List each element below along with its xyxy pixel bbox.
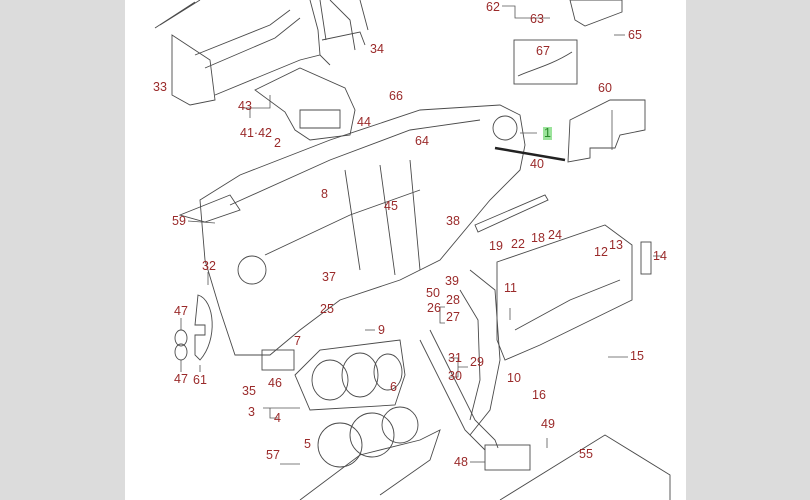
label-47-top[interactable]: 47 (174, 304, 188, 318)
label-40[interactable]: 40 (530, 157, 544, 171)
label-46[interactable]: 46 (268, 376, 282, 390)
label-12[interactable]: 12 (594, 245, 608, 259)
label-67[interactable]: 67 (536, 44, 550, 58)
cable-box-67 (513, 39, 578, 85)
steering-support-beam (154, 0, 369, 106)
label-64[interactable]: 64 (415, 134, 429, 148)
leader-lines (180, 5, 662, 465)
label-57[interactable]: 57 (266, 448, 280, 462)
label-59[interactable]: 59 (172, 214, 186, 228)
label-9[interactable]: 9 (378, 323, 385, 337)
label-25[interactable]: 25 (320, 302, 334, 316)
label-37[interactable]: 37 (322, 270, 336, 284)
label-7[interactable]: 7 (294, 334, 301, 348)
label-33[interactable]: 33 (153, 80, 167, 94)
label-10[interactable]: 10 (507, 371, 521, 385)
label-48[interactable]: 48 (454, 455, 468, 469)
label-43[interactable]: 43 (238, 99, 252, 113)
label-22[interactable]: 22 (511, 237, 525, 251)
bezel-5 (317, 406, 419, 468)
pin-14 (640, 241, 652, 275)
label-61[interactable]: 61 (193, 373, 207, 387)
meter-cluster (294, 339, 406, 411)
insulator-60 (567, 99, 646, 163)
label-2[interactable]: 2 (274, 136, 281, 150)
label-28[interactable]: 28 (446, 293, 460, 307)
label-14[interactable]: 14 (653, 249, 667, 263)
bracket-19 (474, 194, 549, 233)
tray (499, 434, 671, 500)
label-63[interactable]: 63 (530, 12, 544, 26)
label-55[interactable]: 55 (579, 447, 593, 461)
label-11[interactable]: 11 (504, 281, 517, 295)
label-47-bottom[interactable]: 47 (174, 372, 188, 386)
label-6[interactable]: 6 (390, 380, 397, 394)
label-35[interactable]: 35 (242, 384, 256, 398)
label-8[interactable]: 8 (321, 187, 328, 201)
label-3[interactable]: 3 (248, 405, 255, 419)
label-34[interactable]: 34 (370, 42, 384, 56)
label-32[interactable]: 32 (202, 259, 216, 273)
side-cover-61 (194, 294, 213, 361)
instrument-panel-1 (178, 104, 526, 356)
lid-62 (569, 0, 623, 27)
label-39[interactable]: 39 (445, 274, 459, 288)
label-31[interactable]: 31 (448, 351, 462, 365)
label-41-42[interactable]: 41·42 (240, 126, 272, 140)
label-45[interactable]: 45 (384, 199, 398, 213)
label-49[interactable]: 49 (541, 417, 555, 431)
label-66[interactable]: 66 (389, 89, 403, 103)
label-15[interactable]: 15 (630, 349, 644, 363)
label-27[interactable]: 27 (446, 310, 460, 324)
label-4[interactable]: 4 (274, 411, 281, 425)
pillar-trim (459, 269, 501, 436)
label-38[interactable]: 38 (446, 214, 460, 228)
label-24[interactable]: 24 (548, 228, 562, 242)
label-65[interactable]: 65 (628, 28, 642, 42)
label-5[interactable]: 5 (304, 437, 311, 451)
bracket-48 (484, 444, 531, 471)
duct-41-42 (254, 67, 356, 141)
label-60[interactable]: 60 (598, 81, 612, 95)
label-18[interactable]: 18 (531, 231, 545, 245)
glove-box-10 (496, 224, 633, 361)
label-30[interactable]: 30 (448, 369, 462, 383)
diagram-panel (125, 0, 686, 500)
switch-46 (261, 349, 295, 371)
label-50[interactable]: 50 (426, 286, 440, 300)
label-1[interactable]: 1 (543, 126, 552, 140)
label-29[interactable]: 29 (470, 355, 484, 369)
label-19[interactable]: 19 (489, 239, 503, 253)
label-16[interactable]: 16 (532, 388, 546, 402)
label-26[interactable]: 26 (427, 301, 441, 315)
label-13[interactable]: 13 (609, 238, 623, 252)
label-44[interactable]: 44 (357, 115, 371, 129)
label-62[interactable]: 62 (486, 0, 500, 14)
